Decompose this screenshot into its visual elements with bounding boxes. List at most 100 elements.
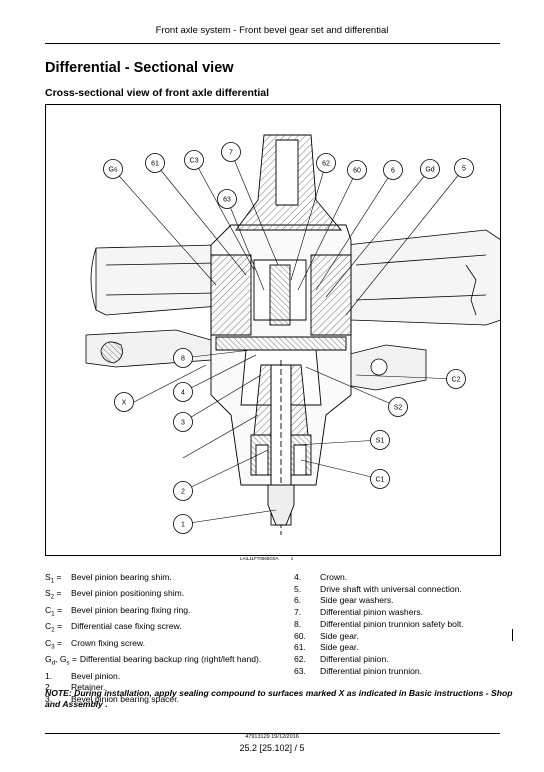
callout-7: 7 <box>221 142 241 162</box>
legend-description: Differential case fixing screw. <box>71 621 182 632</box>
legend-code: C1 = <box>45 604 62 618</box>
section-title: Differential - Sectional view <box>45 60 234 76</box>
text-cursor <box>512 629 513 641</box>
legend-description: Differential pinion. <box>320 653 389 664</box>
legend-item: 8. Differential pinion trunnion safety bo… <box>294 619 514 631</box>
legend-code: Gd, Gs = <box>45 654 77 667</box>
legend-item: 7. Differential pinion washers. <box>294 607 514 619</box>
figure-code-id: LAIL11FT0968G0A <box>240 556 279 561</box>
callout-leaders <box>112 151 465 525</box>
legend-code: S2 = <box>45 588 62 602</box>
legend-code: S1 = <box>45 572 62 585</box>
callout-label: 8 <box>181 356 185 363</box>
callout-6: 6 <box>383 160 403 180</box>
legend-code: 60. <box>294 630 306 641</box>
figure-number: 1 <box>290 556 294 561</box>
legend-description: Bevel pinion positioning shim. <box>71 588 185 599</box>
figure-caption: Cross-sectional view of front axle diffe… <box>45 87 270 99</box>
legend-code: 61. <box>294 642 306 653</box>
callout-label: 63 <box>223 197 231 204</box>
callout-label: 5 <box>462 166 466 173</box>
legend-description: Bevel pinion. <box>71 670 121 681</box>
legend-item: Gd, Gs = Differential bearing backup rin… <box>45 654 295 670</box>
legend-item: 62. Differential pinion. <box>294 654 514 666</box>
callout-label: 2 <box>181 489 185 496</box>
legend-description: Bevel pinion bearing shim. <box>71 572 172 582</box>
callout-8: 8 <box>173 348 193 368</box>
callout-62: 62 <box>316 153 336 173</box>
callout-label: 61 <box>151 161 159 168</box>
legend-description: Differential pinion trunnion. <box>320 665 423 676</box>
legend-item: 6. Side gear washers. <box>294 595 514 607</box>
legend-code: 2. <box>45 682 53 693</box>
callout-s1: S1 <box>370 430 390 450</box>
callout-x: X <box>114 392 134 412</box>
legend-item: 5. Drive shaft with universal connection. <box>294 584 514 596</box>
callout-label: 3 <box>181 420 185 427</box>
callout-label: X <box>122 400 127 407</box>
legend-description: Crown. <box>320 572 348 582</box>
legend-description: Bevel pinion bearing spacer. <box>71 693 179 704</box>
callout-c3: C3 <box>184 150 204 170</box>
callout-label: Gd <box>425 167 434 174</box>
legend-code: 4. <box>294 572 302 582</box>
callout-label: 6 <box>391 168 395 175</box>
figure-code: LAIL11FT0968G0A 1 <box>240 556 293 561</box>
legend-code: C2 = <box>45 621 62 634</box>
callout-4: 4 <box>173 382 193 402</box>
callout-label: C2 <box>452 377 461 384</box>
legend-item: 2. Retainer. <box>45 682 295 694</box>
axle-housing-right <box>345 229 500 391</box>
callout-label: Gs <box>109 167 118 174</box>
legend-description: Side gear. <box>320 630 359 641</box>
legend-description: Bevel pinion bearing fixing ring. <box>71 604 191 615</box>
callout-label: C1 <box>376 477 385 484</box>
footer-page-number: 25.2 [25.102] / 5 <box>239 743 305 753</box>
legend-code: 8. <box>294 618 302 629</box>
legend-description: Differential bearing backup ring (right/… <box>79 654 262 665</box>
legend-left-column: S1 = Bevel pinion bearing shim. S2 = Bevel … <box>45 572 295 706</box>
legend-description: Side gear washers. <box>320 595 394 606</box>
callout-label: 7 <box>229 150 233 157</box>
legend-code: 6. <box>294 595 302 606</box>
callout-c2: C2 <box>446 369 466 389</box>
callout-label: C3 <box>190 158 199 165</box>
footer-rule <box>45 733 500 734</box>
footer-document-id: 47913129 19/12/2016 <box>245 734 299 740</box>
legend-description: Drive shaft with universal connection. <box>320 583 462 594</box>
legend-code: 1. <box>45 670 53 681</box>
legend-item: 63. Differential pinion trunnion. <box>294 666 514 678</box>
legend-description: Side gear. <box>320 642 359 653</box>
callout-60: 60 <box>347 160 367 180</box>
legend-item: C2 = Differential case fixing screw. <box>45 621 295 637</box>
callout-3: 3 <box>173 412 193 432</box>
legend-item: 60. Side gear. <box>294 631 514 643</box>
legend-item: C1 = Bevel pinion bearing fixing ring. <box>45 605 295 621</box>
legend-right-column: 4. Crown. 5. Drive shaft with universal con… <box>294 572 514 677</box>
legend-code: 7. <box>294 607 302 618</box>
callout-1: 1 <box>173 514 193 534</box>
legend-code: 62. <box>294 653 306 664</box>
callout-label: 62 <box>322 161 330 168</box>
installation-note: NOTE: During installation, apply sealing… <box>45 688 513 709</box>
callout-c1: C1 <box>370 469 390 489</box>
header-rule <box>45 43 500 44</box>
legend-item: 3.Bevel pinion bearing spacer. <box>45 694 295 706</box>
callout-61: 61 <box>145 153 165 173</box>
legend-code: 63. <box>294 665 306 676</box>
legend-item: 61. Side gear. <box>294 642 514 654</box>
legend-item: S2 = Bevel pinion positioning shim. <box>45 588 295 604</box>
callout-5: 5 <box>454 158 474 178</box>
callout-s2: S2 <box>388 397 408 417</box>
legend-description: Differential pinion trunnion safety bolt… <box>320 618 464 629</box>
callout-label: S2 <box>394 405 403 412</box>
legend-description: Differential pinion washers. <box>320 607 424 618</box>
legend-code: 5. <box>294 583 302 594</box>
legend-description: Retainer. <box>71 682 106 693</box>
legend-item: C3 =Crown fixing screw. <box>45 638 295 654</box>
callout-63: 63 <box>217 189 237 209</box>
callout-label: 60 <box>353 168 361 175</box>
axle-housing-left <box>85 244 232 368</box>
